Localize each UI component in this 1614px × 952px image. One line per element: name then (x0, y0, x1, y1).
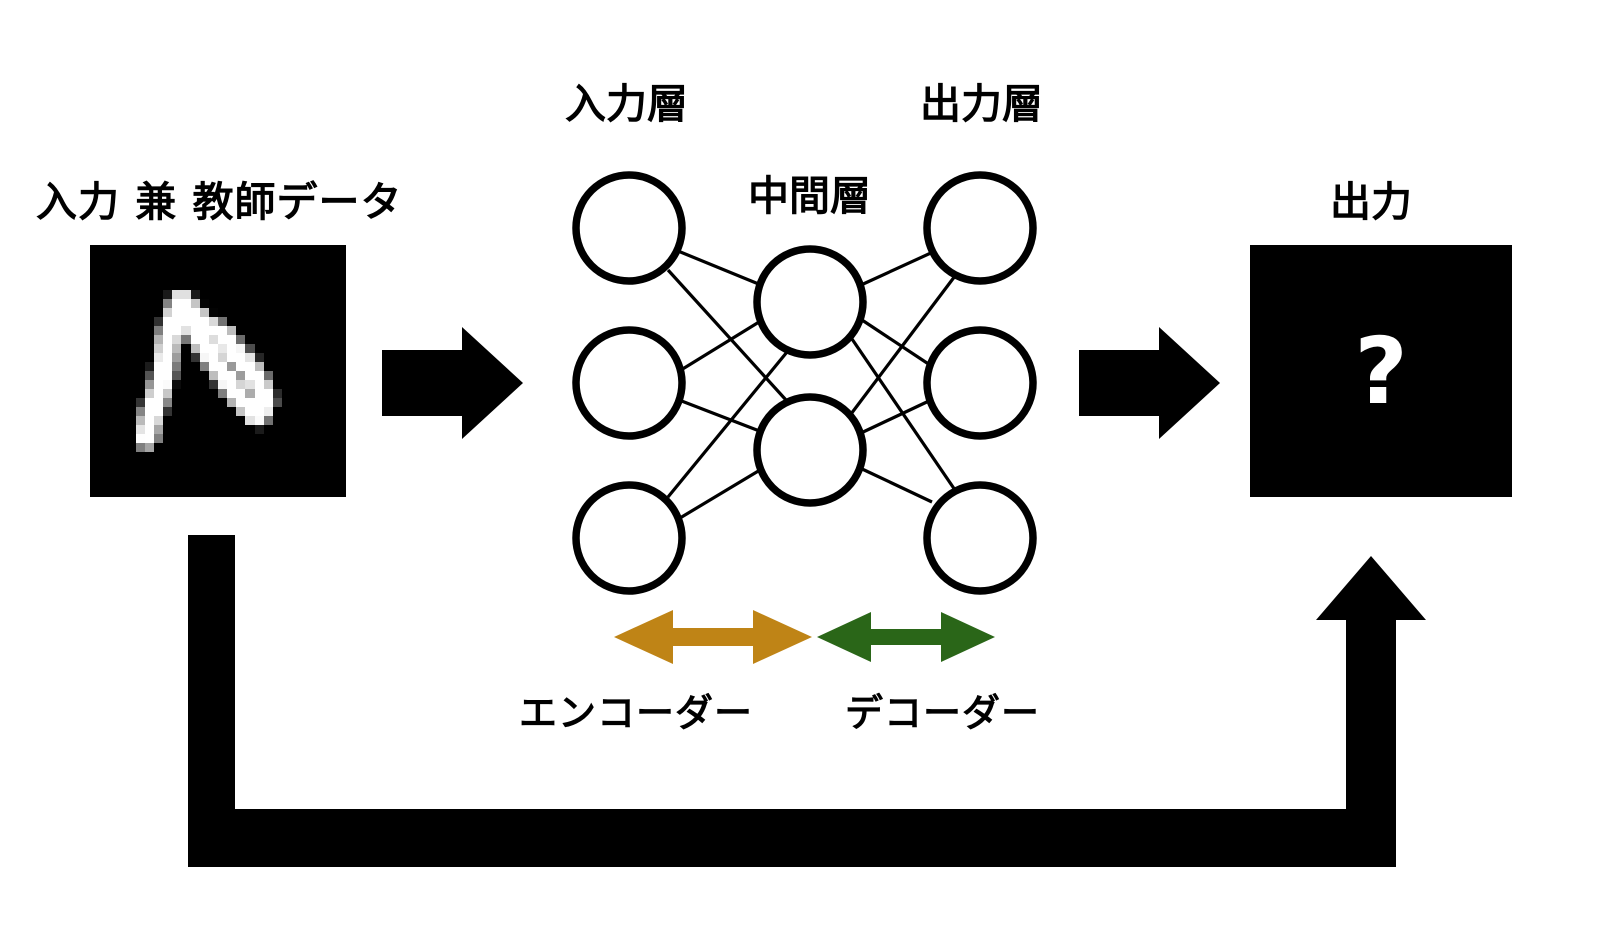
label-input-layer: 入力層 (565, 80, 688, 128)
label-output-layer: 出力層 (920, 80, 1043, 128)
node-hidden-1 (753, 245, 867, 359)
node-input-1 (572, 171, 686, 285)
label-hidden-layer: 中間層 (748, 172, 871, 220)
mnist-pixel-grid (90, 245, 346, 497)
output-image-panel: ? (1250, 245, 1512, 497)
node-output-2 (923, 326, 1037, 440)
node-hidden-2 (753, 393, 867, 507)
node-input-2 (572, 326, 686, 440)
node-input-3 (572, 481, 686, 595)
output-layer-nodes (923, 171, 1037, 595)
hidden-layer-nodes (753, 245, 867, 507)
input-layer-nodes (572, 171, 686, 595)
label-output: 出力 (1330, 178, 1412, 226)
feedback-loop-arrow (188, 535, 1426, 867)
label-decoder: デコーダー (845, 691, 1041, 735)
label-input-and-teacher-data: 入力 兼 教師データ (36, 178, 403, 226)
encoder-double-arrow (614, 610, 812, 664)
node-output-1 (923, 171, 1037, 285)
arrow-input-to-network (382, 327, 523, 439)
arrow-network-to-output (1079, 327, 1220, 439)
network-edges (666, 249, 957, 520)
node-output-3 (923, 481, 1037, 595)
input-digit-image (90, 245, 346, 497)
label-encoder: エンコーダー (519, 691, 754, 735)
question-mark-glyph: ? (1354, 317, 1408, 425)
decoder-double-arrow (817, 612, 995, 662)
